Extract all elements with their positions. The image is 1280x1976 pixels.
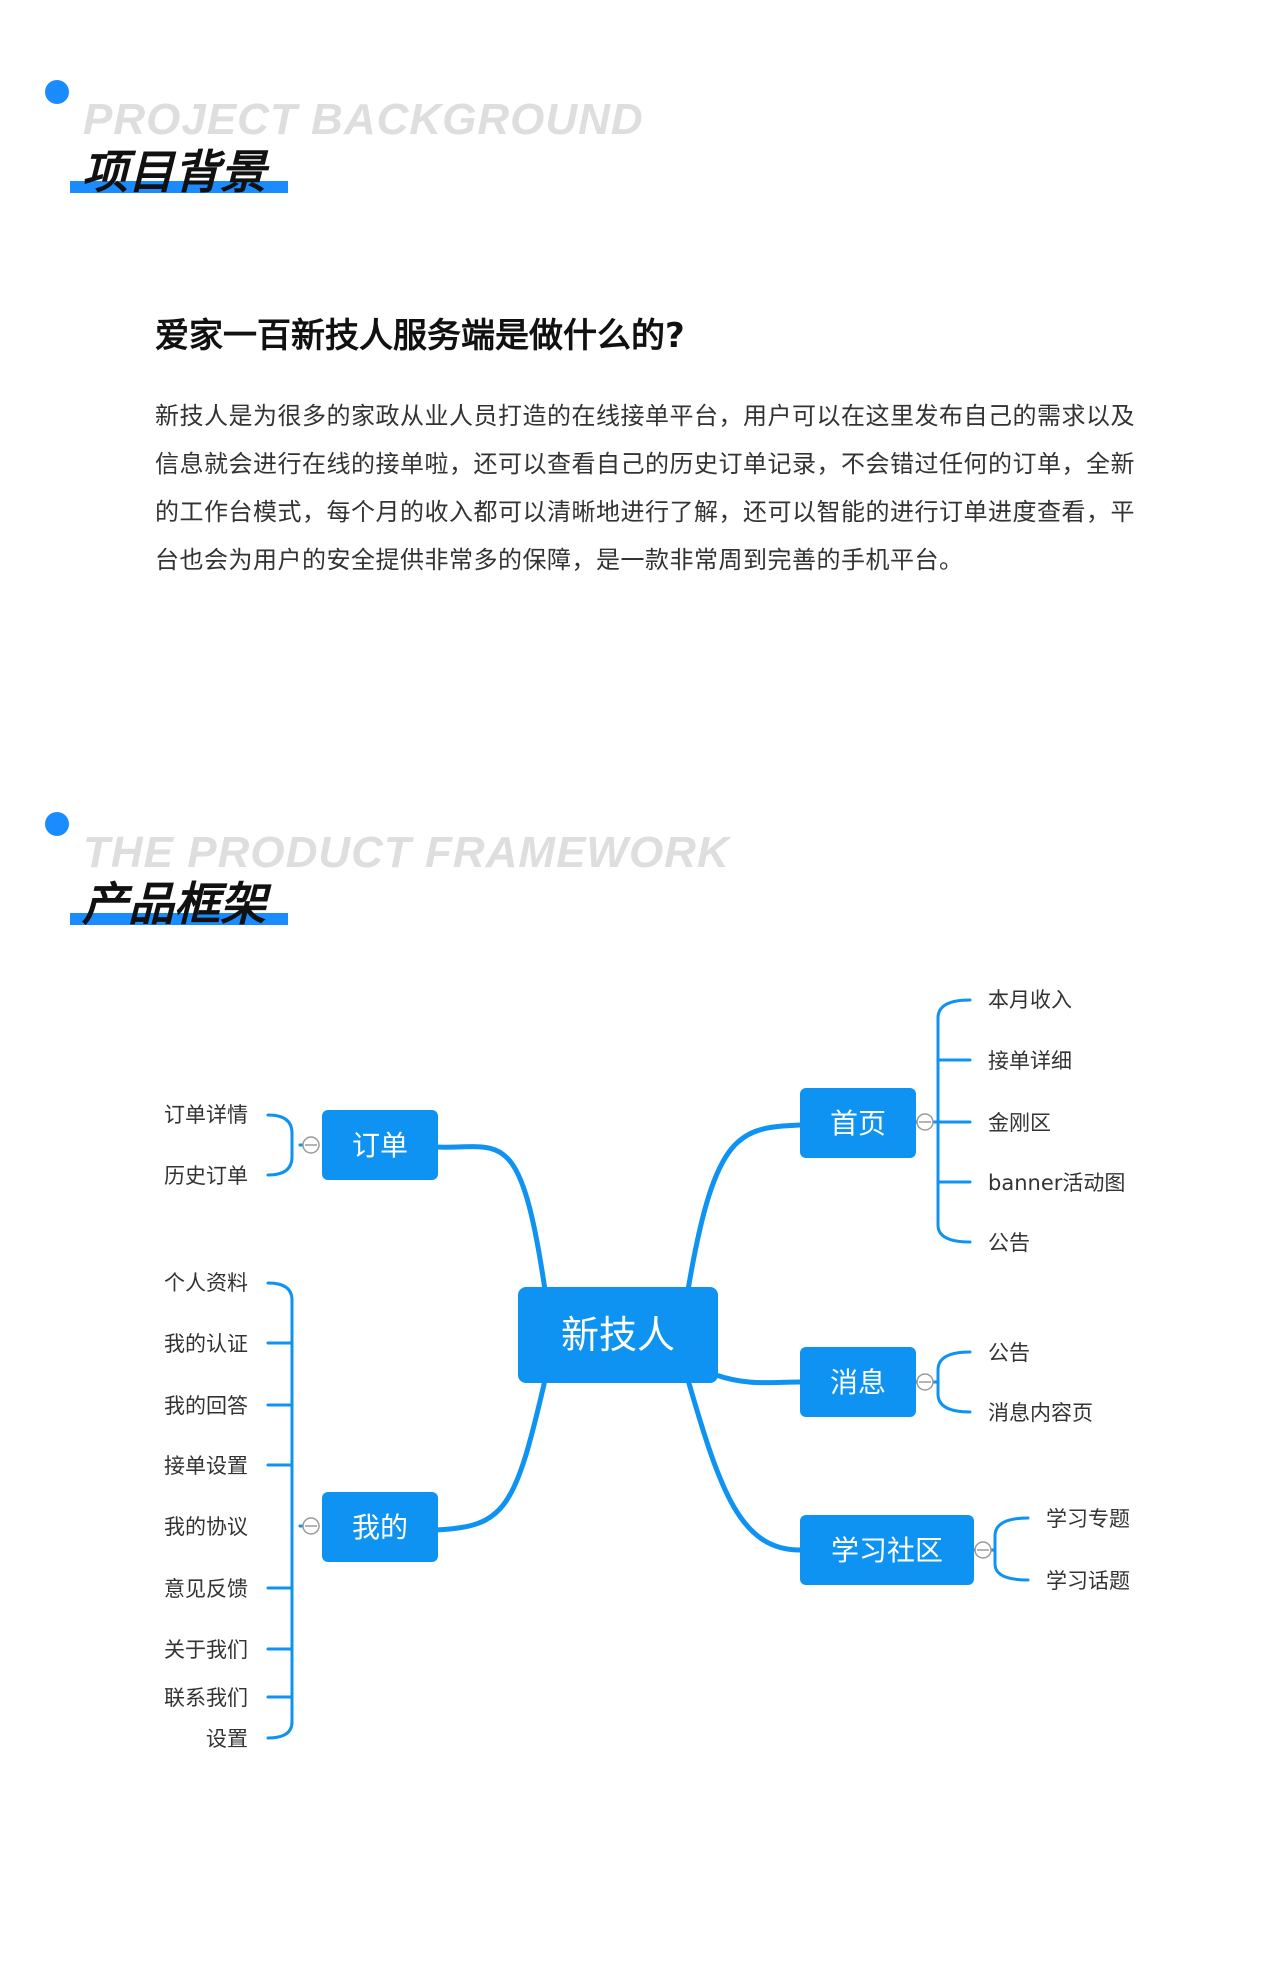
leaf-item[interactable]: 公告 — [988, 1341, 1030, 1365]
leaf-item[interactable]: 意见反馈 — [164, 1577, 248, 1601]
root-node[interactable]: 新技人 — [518, 1287, 718, 1383]
branch-label: 学习社区 — [831, 1534, 943, 1567]
leaf-item[interactable]: 学习话题 — [1046, 1569, 1130, 1593]
section-bullet — [45, 80, 69, 104]
section-bullet — [45, 812, 69, 836]
leaf-item[interactable]: 我的认证 — [164, 1332, 248, 1356]
section-title: 产品框架 — [82, 877, 266, 931]
leaf-item[interactable]: 接单设置 — [164, 1454, 248, 1478]
leaf-item[interactable]: 接单详细 — [988, 1049, 1072, 1073]
collapse-toggles[interactable] — [302, 1113, 992, 1559]
branch-label: 消息 — [830, 1366, 886, 1399]
title-underline — [70, 181, 288, 193]
branch-node-message[interactable]: 消息 — [800, 1347, 916, 1417]
leaf-item[interactable]: 关于我们 — [164, 1638, 248, 1662]
leaf-item[interactable]: 个人资料 — [164, 1271, 248, 1295]
title-underline — [70, 913, 288, 925]
leaf-item[interactable]: 公告 — [988, 1231, 1030, 1255]
leaf-item[interactable]: 消息内容页 — [988, 1401, 1093, 1425]
leaf-item[interactable]: 学习专题 — [1046, 1507, 1130, 1531]
branch-label: 订单 — [352, 1129, 408, 1162]
leaf-item[interactable]: 我的协议 — [164, 1515, 248, 1539]
branch-node-community[interactable]: 学习社区 — [800, 1515, 974, 1585]
section-title: 项目背景 — [82, 145, 266, 199]
main-connectors — [432, 1122, 803, 1553]
intro-question: 爱家一百新技人服务端是做什么的? — [155, 316, 685, 356]
branch-label: 首页 — [830, 1107, 886, 1140]
root-label: 新技人 — [561, 1313, 675, 1357]
leaf-item[interactable]: 本月收入 — [988, 988, 1072, 1012]
leaf-item[interactable]: 我的回答 — [164, 1394, 248, 1418]
section-en-title: PROJECT BACKGROUND — [83, 95, 644, 144]
mindmap-diagram: 新技人 订单 我的 首页 消息 学习社区 订单详情 历史订单 个人资料 我的认证… — [164, 988, 1130, 1751]
leaf-item[interactable]: banner活动图 — [988, 1171, 1125, 1195]
leaf-item[interactable]: 设置 — [206, 1727, 248, 1751]
intro-paragraph: 新技人是为很多的家政从业人员打造的在线接单平台，用户可以在这里发布自己的需求以及… — [155, 402, 1135, 574]
branch-node-home[interactable]: 首页 — [800, 1088, 916, 1158]
branch-node-mine[interactable]: 我的 — [322, 1492, 438, 1562]
leaf-item[interactable]: 订单详情 — [164, 1103, 248, 1127]
branch-label: 我的 — [352, 1511, 408, 1544]
section-en-title: THE PRODUCT FRAMEWORK — [83, 828, 730, 877]
branch-node-order[interactable]: 订单 — [322, 1110, 438, 1180]
leaf-item[interactable]: 历史订单 — [164, 1164, 248, 1188]
leaf-item[interactable]: 联系我们 — [164, 1686, 248, 1710]
leaf-item[interactable]: 金刚区 — [988, 1111, 1051, 1135]
